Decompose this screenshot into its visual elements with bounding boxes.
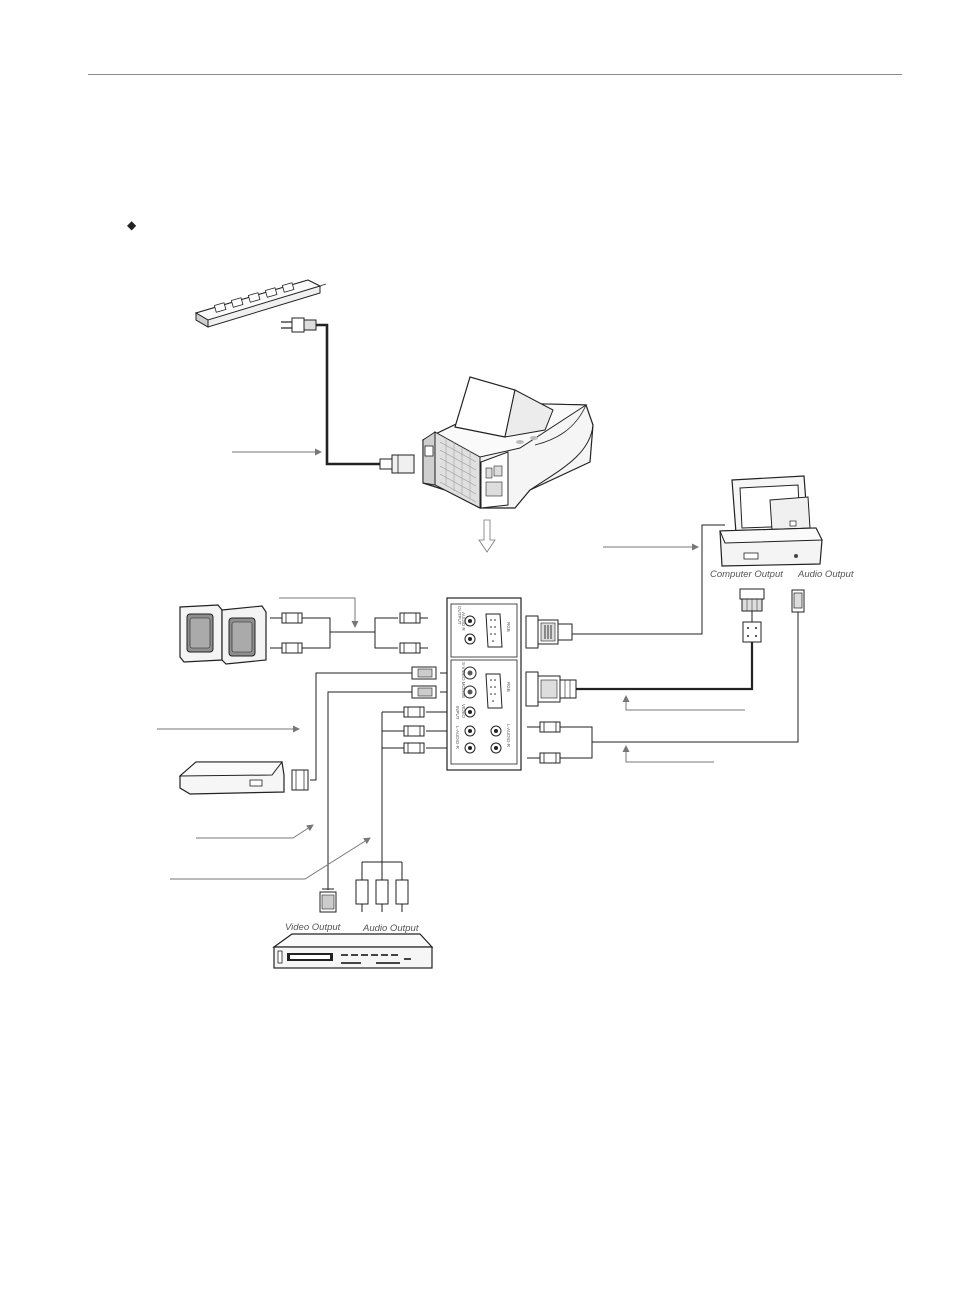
panel-audio-lr-label: L-AUDIO-R xyxy=(455,726,460,750)
vcr-audio-plugs-icon xyxy=(355,879,409,912)
rca-plug-icon xyxy=(403,706,425,718)
vcr-audio-output-label: Audio Output xyxy=(362,923,419,934)
video-output-label: Video Output xyxy=(285,922,341,933)
vcr-video-plug-icon xyxy=(319,888,337,913)
computer-output-label: Computer Output xyxy=(710,569,783,580)
panel-audio-lr-right-label: L-AUDIO-R xyxy=(506,724,511,748)
computer-audio-plug-icon xyxy=(791,589,805,623)
svideo-cable xyxy=(310,672,412,781)
computer-icon xyxy=(719,475,823,567)
rca-plug-icon xyxy=(399,612,421,624)
computer-vga-connector-icon xyxy=(739,588,765,643)
power-cord xyxy=(316,323,380,466)
speakers-icon xyxy=(179,604,267,665)
bullet-icon: ◆ xyxy=(127,218,137,232)
audio-cable-callout xyxy=(170,837,371,880)
connector-panel: OUTPUT AUDIO R RGB INPUT S-VIDEO MOUSE R… xyxy=(446,597,522,771)
projector-power-plug-icon xyxy=(379,454,415,474)
panel-input-label: INPUT xyxy=(455,706,460,720)
video-player-plug-icon xyxy=(291,769,309,791)
speaker-callout xyxy=(279,597,359,628)
computer-audio-callout xyxy=(622,745,714,763)
rca-plug-icon xyxy=(281,612,303,624)
rca-plug-icon xyxy=(539,752,561,764)
rca-plug-icon xyxy=(399,642,421,654)
vcr-audio-cable xyxy=(361,711,404,880)
header-rule xyxy=(88,74,902,75)
computer-vga-callout xyxy=(622,695,745,711)
output-vga-connector-icon xyxy=(525,615,573,649)
video-player-icon xyxy=(178,761,285,795)
panel-output-label: OUTPUT xyxy=(457,606,462,625)
projector-panel-arrow xyxy=(478,519,496,553)
panel-rgb-out-label: RGB xyxy=(506,622,511,632)
power-plug-icon xyxy=(281,317,317,333)
computer-vga-cable xyxy=(576,642,754,691)
input-vga-connector-icon xyxy=(525,671,577,707)
power-strip-icon xyxy=(194,279,327,328)
svideo-plug-icon xyxy=(411,666,437,699)
panel-rgb-in-label: RGB xyxy=(506,682,511,692)
projector-icon xyxy=(421,376,594,509)
panel-audio-label: AUDIO R xyxy=(461,612,466,632)
panel-video-label: VIDEO xyxy=(461,704,466,719)
computer-audio-output-label: Audio Output xyxy=(797,569,854,580)
video-cable-callout xyxy=(196,824,314,839)
vcr-icon xyxy=(272,933,434,969)
rca-plug-icon xyxy=(539,721,561,733)
rca-plug-icon xyxy=(403,725,425,737)
monitor-cable xyxy=(572,524,725,635)
computer-audio-cable xyxy=(592,623,799,743)
panel-svideo-label: S-VIDEO MOUSE xyxy=(461,662,466,698)
speaker-cable xyxy=(270,617,398,649)
rca-plug-icon xyxy=(403,742,425,754)
rca-plug-icon xyxy=(281,642,303,654)
video-cable xyxy=(327,691,412,890)
